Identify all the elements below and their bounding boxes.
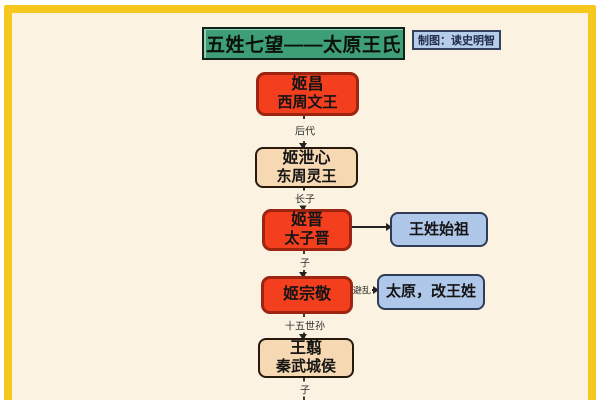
credit-text: 制图：读史明智 <box>418 35 495 47</box>
node-name: 太原，改王姓 <box>385 283 476 300</box>
node-ji-jin: 姬晋 太子晋 <box>262 209 352 251</box>
page-title-text: 五姓七望——太原王氏 <box>205 35 401 56</box>
node-name: 姬宗敬 <box>282 286 331 303</box>
node-ji-zongjing: 姬宗敬 <box>261 276 353 314</box>
edge-son-2-label: 子 <box>299 381 311 397</box>
arrow-right-icon <box>386 223 392 231</box>
node-name: 王翦 <box>289 340 322 357</box>
edge-eldest-son-label: 长子 <box>294 190 316 205</box>
arrow-right-icon <box>373 286 379 294</box>
node-subtitle: 秦武城侯 <box>275 358 336 375</box>
node-name: 姬泄心 <box>282 149 331 167</box>
node-subtitle: 西周文王 <box>277 94 338 111</box>
edge-fifteen-generations: 十五世孙 <box>284 311 326 340</box>
edge-fifteen-generations-label: 十五世孙 <box>284 317 326 332</box>
edge-flee-chaos-label: 避乱 <box>351 283 372 297</box>
arrow-down-icon <box>299 272 307 278</box>
edge-son-2: 子 <box>299 377 311 400</box>
edge-flee-chaos: 避乱 <box>350 283 379 297</box>
node-name: 姬晋 <box>290 212 323 229</box>
node-subtitle: 东周灵王 <box>276 167 337 185</box>
arrow-down-icon <box>299 143 307 149</box>
node-wang-ancestor: 王姓始祖 <box>390 212 488 247</box>
arrow-down-icon <box>299 334 307 340</box>
edge-son-1-label: 子 <box>299 254 311 270</box>
edge-to-wang-ancestor <box>349 223 392 231</box>
node-name: 姬昌 <box>291 76 324 93</box>
credit-badge: 制图：读史明智 <box>412 30 501 50</box>
edge-eldest-son: 长子 <box>294 186 316 211</box>
node-name: 王姓始祖 <box>408 220 469 238</box>
edge-descendant: 后代 <box>294 113 316 149</box>
node-subtitle: 太子晋 <box>284 230 330 247</box>
node-ji-xiexin: 姬泄心 东周灵王 <box>255 147 358 188</box>
edge-descendant-label: 后代 <box>294 122 316 138</box>
edge-son-1: 子 <box>299 248 311 278</box>
node-ji-chang: 姬昌 西周文王 <box>256 72 359 116</box>
arrow-down-icon <box>299 205 307 211</box>
page-title: 五姓七望——太原王氏 <box>202 27 405 60</box>
node-taiyuan: 太原，改王姓 <box>377 274 485 310</box>
node-wang-jian: 王翦 秦武城侯 <box>258 338 354 378</box>
